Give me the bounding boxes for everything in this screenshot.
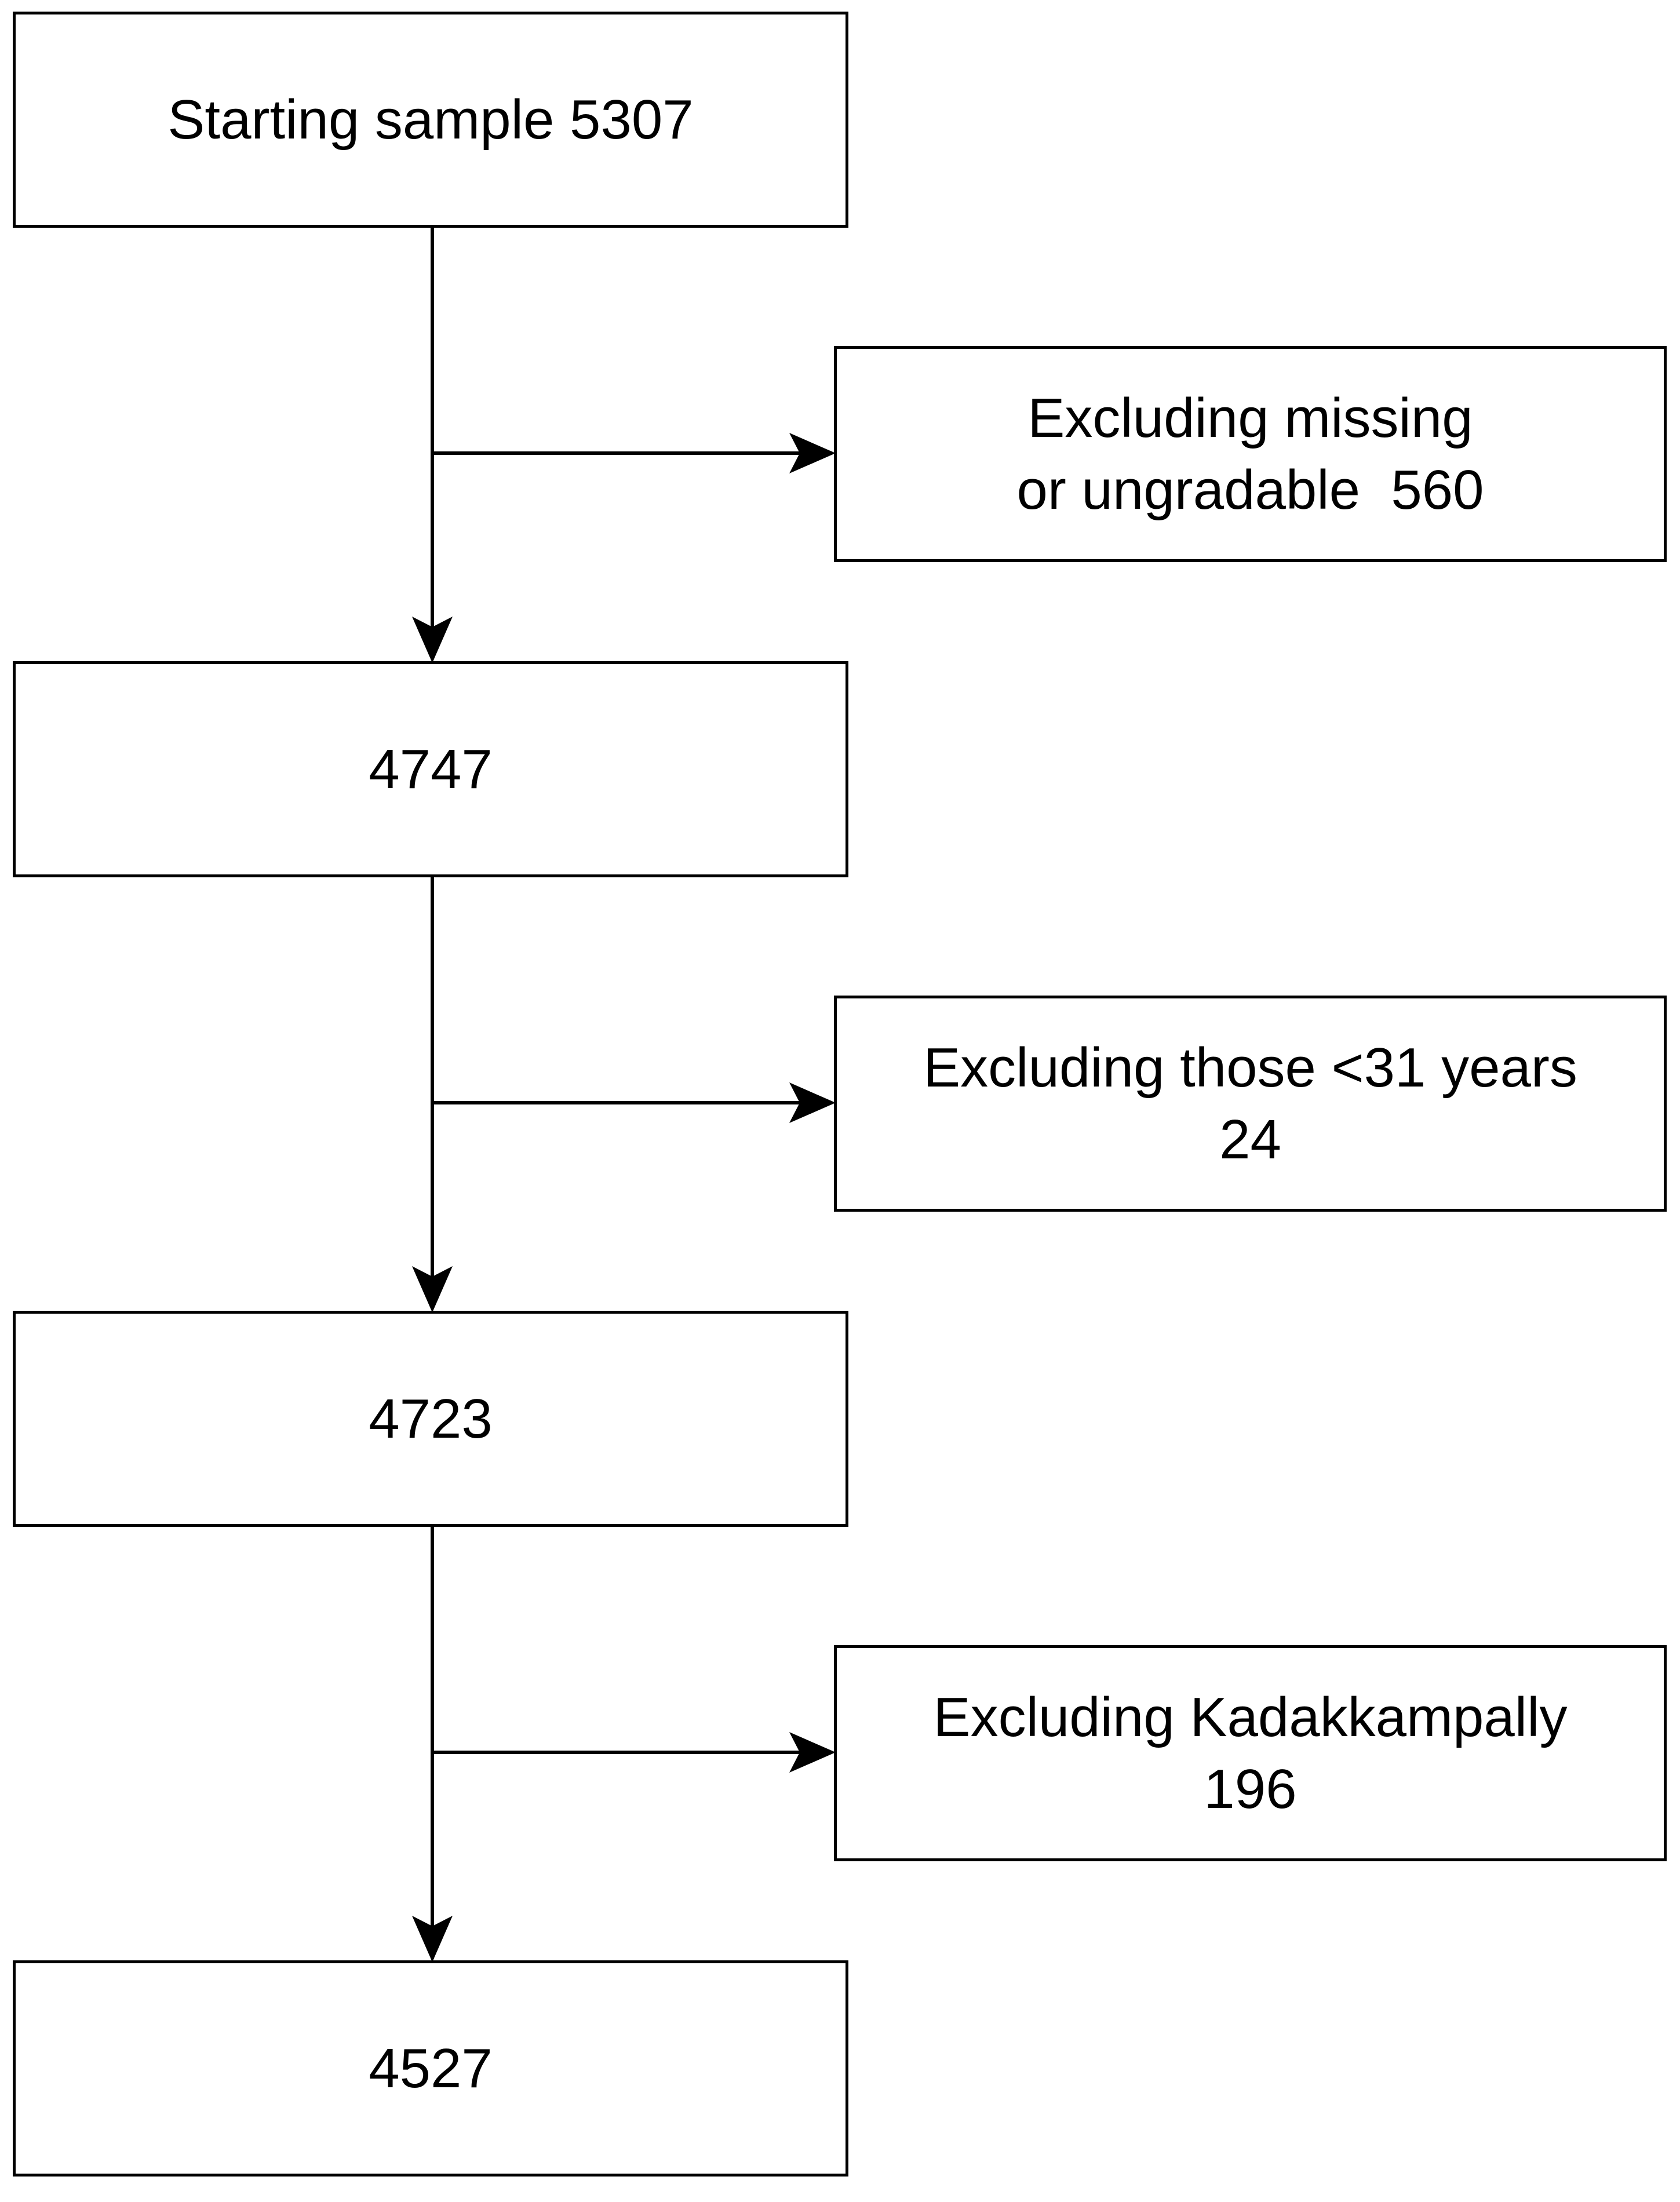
exclusion-line-2: 196 — [1204, 1758, 1297, 1820]
count-label: 4747 — [369, 738, 493, 800]
count-label: 4723 — [369, 1387, 493, 1450]
exclusion-box-age: Excluding those <31 years 24 — [834, 996, 1667, 1212]
starting-sample-label: Starting sample 5307 — [167, 88, 694, 151]
final-count-box-4527: 4527 — [13, 1960, 848, 2177]
exclusion-box-kadakkampally: Excluding Kadakkampally 196 — [834, 1645, 1667, 1861]
exclusion-line-1: Excluding Kadakkampally — [933, 1686, 1568, 1748]
exclusion-box-missing-ungradable: Excluding missing or ungradable 560 — [834, 346, 1667, 562]
count-box-4723: 4723 — [13, 1311, 848, 1527]
starting-sample-box: Starting sample 5307 — [13, 12, 848, 228]
exclusion-line-2: 24 — [1219, 1108, 1281, 1171]
count-label: 4527 — [369, 2037, 493, 2099]
exclusion-line-1: Excluding those <31 years — [923, 1036, 1577, 1099]
exclusion-line-2: or ungradable 560 — [1016, 458, 1484, 521]
exclusion-line-1: Excluding missing — [1027, 387, 1473, 449]
count-box-4747: 4747 — [13, 661, 848, 877]
